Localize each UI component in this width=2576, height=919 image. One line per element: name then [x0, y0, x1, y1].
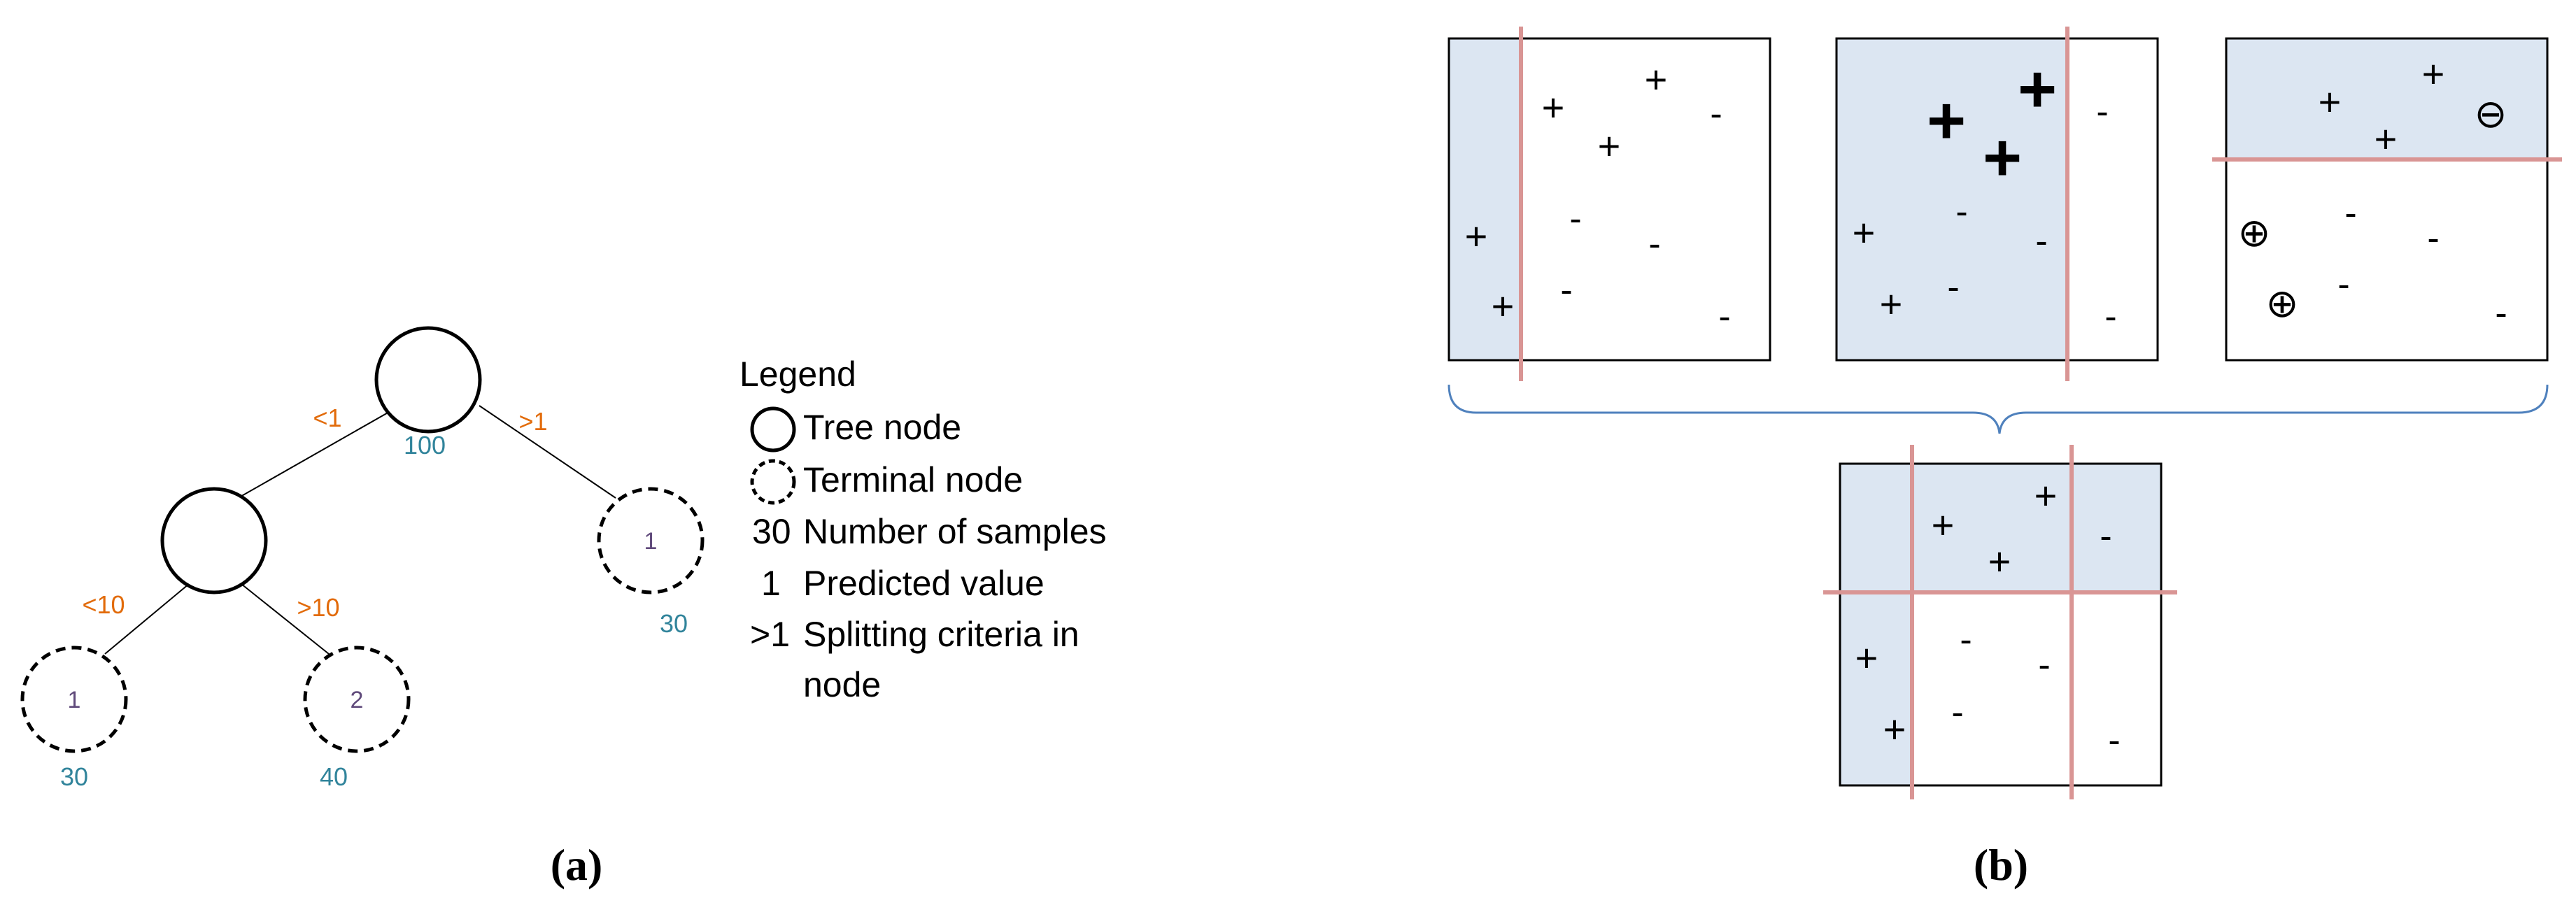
box1-minus-3: - — [1648, 224, 1660, 264]
weak-learner-box-2: + + + - + - - + - - — [1835, 27, 2159, 381]
legend-title: Legend — [739, 355, 856, 394]
box3-circled-plus-1: ⊕ — [2238, 211, 2271, 255]
combining-brace — [1448, 384, 2549, 434]
legend-tree-node-icon — [750, 406, 796, 453]
terminal-right-sample-count: 30 — [660, 609, 688, 638]
box3-shaded-region — [2226, 38, 2547, 159]
weak-learner-box-1: + + + - - - + - + - — [1448, 27, 1771, 381]
box2-minus-2: - — [1955, 192, 1967, 232]
combined-minus-5: - — [2108, 720, 2120, 761]
combined-classifier-box: + + + - + - - + - - — [1823, 445, 2177, 799]
edge-root-right — [479, 405, 616, 499]
box2-minus-3: - — [2035, 221, 2047, 262]
edge-inner-right — [241, 583, 330, 655]
box3-plus-3: + — [2375, 117, 2398, 161]
combined-shaded-top — [1840, 464, 2161, 592]
combined-plus-3: + — [1988, 539, 2011, 583]
edge-label-root-right: >1 — [518, 407, 547, 436]
combined-frame — [1839, 462, 2163, 787]
box3-minus-1: - — [2344, 193, 2356, 234]
legend-splitting-key: >1 — [750, 615, 790, 654]
legend-terminal-node-label: Terminal node — [803, 460, 1023, 499]
box1-shaded-region — [1449, 38, 1521, 360]
combined-shaded-left — [1840, 592, 1912, 785]
edge-label-inner-left: <10 — [82, 590, 125, 619]
combined-minus-3: - — [2038, 645, 2050, 685]
root-sample-count: 100 — [404, 431, 446, 460]
combined-plus-1: + — [2034, 473, 2058, 518]
box1-minus-2: - — [1569, 199, 1581, 239]
box1-plus-3: + — [1598, 124, 1621, 168]
terminal-node-left-left — [20, 646, 128, 753]
box1-plus-5: + — [1492, 284, 1515, 328]
box1-frame — [1448, 37, 1771, 362]
legend: Legend Tree node Terminal node 30 Number… — [739, 355, 1107, 704]
legend-samples-key: 30 — [752, 512, 791, 551]
box3-minus-2: - — [2427, 218, 2439, 259]
caption-a: (a) — [551, 840, 603, 890]
edge-label-root-left: <1 — [313, 404, 341, 432]
box2-frame — [1835, 37, 2159, 362]
terminal-left-left-sample-count: 30 — [60, 762, 88, 791]
terminal-left-left-predicted-value: 1 — [68, 687, 81, 713]
box2-minus-1: - — [2096, 92, 2108, 132]
box2-minus-5: - — [2104, 297, 2116, 337]
combined-plus-5: + — [1883, 707, 1906, 751]
combined-minus-1: - — [2100, 516, 2111, 557]
terminal-left-right-predicted-value: 2 — [351, 687, 364, 713]
combined-plus-4: + — [1855, 636, 1878, 680]
legend-predicted-label: Predicted value — [803, 564, 1045, 603]
box2-minus-4: - — [1947, 267, 1959, 308]
caption-b: (b) — [1974, 840, 2028, 890]
box1-plus-2: + — [1542, 85, 1565, 129]
legend-samples-label: Number of samples — [803, 512, 1107, 551]
box2-plus-1: + — [1853, 211, 1876, 255]
box3-minus-4: - — [2495, 293, 2507, 334]
combined-plus-2: + — [1932, 503, 1955, 547]
box1-plus-1: + — [1645, 57, 1668, 101]
legend-terminal-node-icon — [750, 459, 796, 505]
legend-tree-node-label: Tree node — [803, 408, 961, 447]
box3-plus-1: + — [2422, 52, 2445, 96]
legend-predicted-key: 1 — [761, 564, 781, 603]
box2-plus-large-2: + — [2018, 52, 2057, 127]
root-tree-node — [374, 326, 482, 434]
box2-plus-large-1: + — [1927, 83, 1966, 158]
inner-tree-node — [160, 487, 268, 594]
edge-label-inner-right: >10 — [297, 593, 339, 622]
box2-plus-2: + — [1880, 282, 1903, 326]
box3-circled-minus: ⊖ — [2475, 92, 2507, 136]
terminal-node-left-right — [303, 646, 411, 753]
terminal-node-right — [597, 487, 705, 594]
legend-splitting-label-line1: Splitting criteria in — [803, 615, 1080, 654]
box1-minus-5: - — [1718, 297, 1730, 337]
box2-shaded-region — [1837, 38, 2067, 360]
box1-minus-1: - — [1710, 94, 1722, 134]
box2-plus-large-3: + — [1983, 120, 2022, 195]
weak-learner-box-3: + + + ⊖ ⊕ - - ⊕ - - — [2212, 37, 2562, 362]
boosting-panel: + + + - - - + - + - + + + - + - - + - - — [1448, 27, 2562, 799]
terminal-right-predicted-value: 1 — [644, 528, 658, 555]
box3-circled-plus-2: ⊕ — [2266, 281, 2299, 325]
decision-tree-panel: <1 >1 <10 >10 100 30 30 40 1 1 2 — [20, 326, 705, 791]
box3-plus-2: + — [2319, 80, 2342, 124]
combined-minus-2: - — [1960, 620, 1972, 660]
box3-frame — [2225, 37, 2549, 362]
box3-minus-3: - — [2337, 264, 2349, 305]
edge-inner-left — [104, 583, 190, 655]
legend-splitting-label-line2: node — [803, 665, 881, 704]
box1-plus-4: + — [1465, 214, 1488, 258]
terminal-left-right-sample-count: 40 — [320, 762, 348, 791]
combined-minus-4: - — [1951, 692, 1963, 733]
edge-root-left — [234, 405, 401, 501]
box1-minus-4: - — [1560, 270, 1572, 311]
